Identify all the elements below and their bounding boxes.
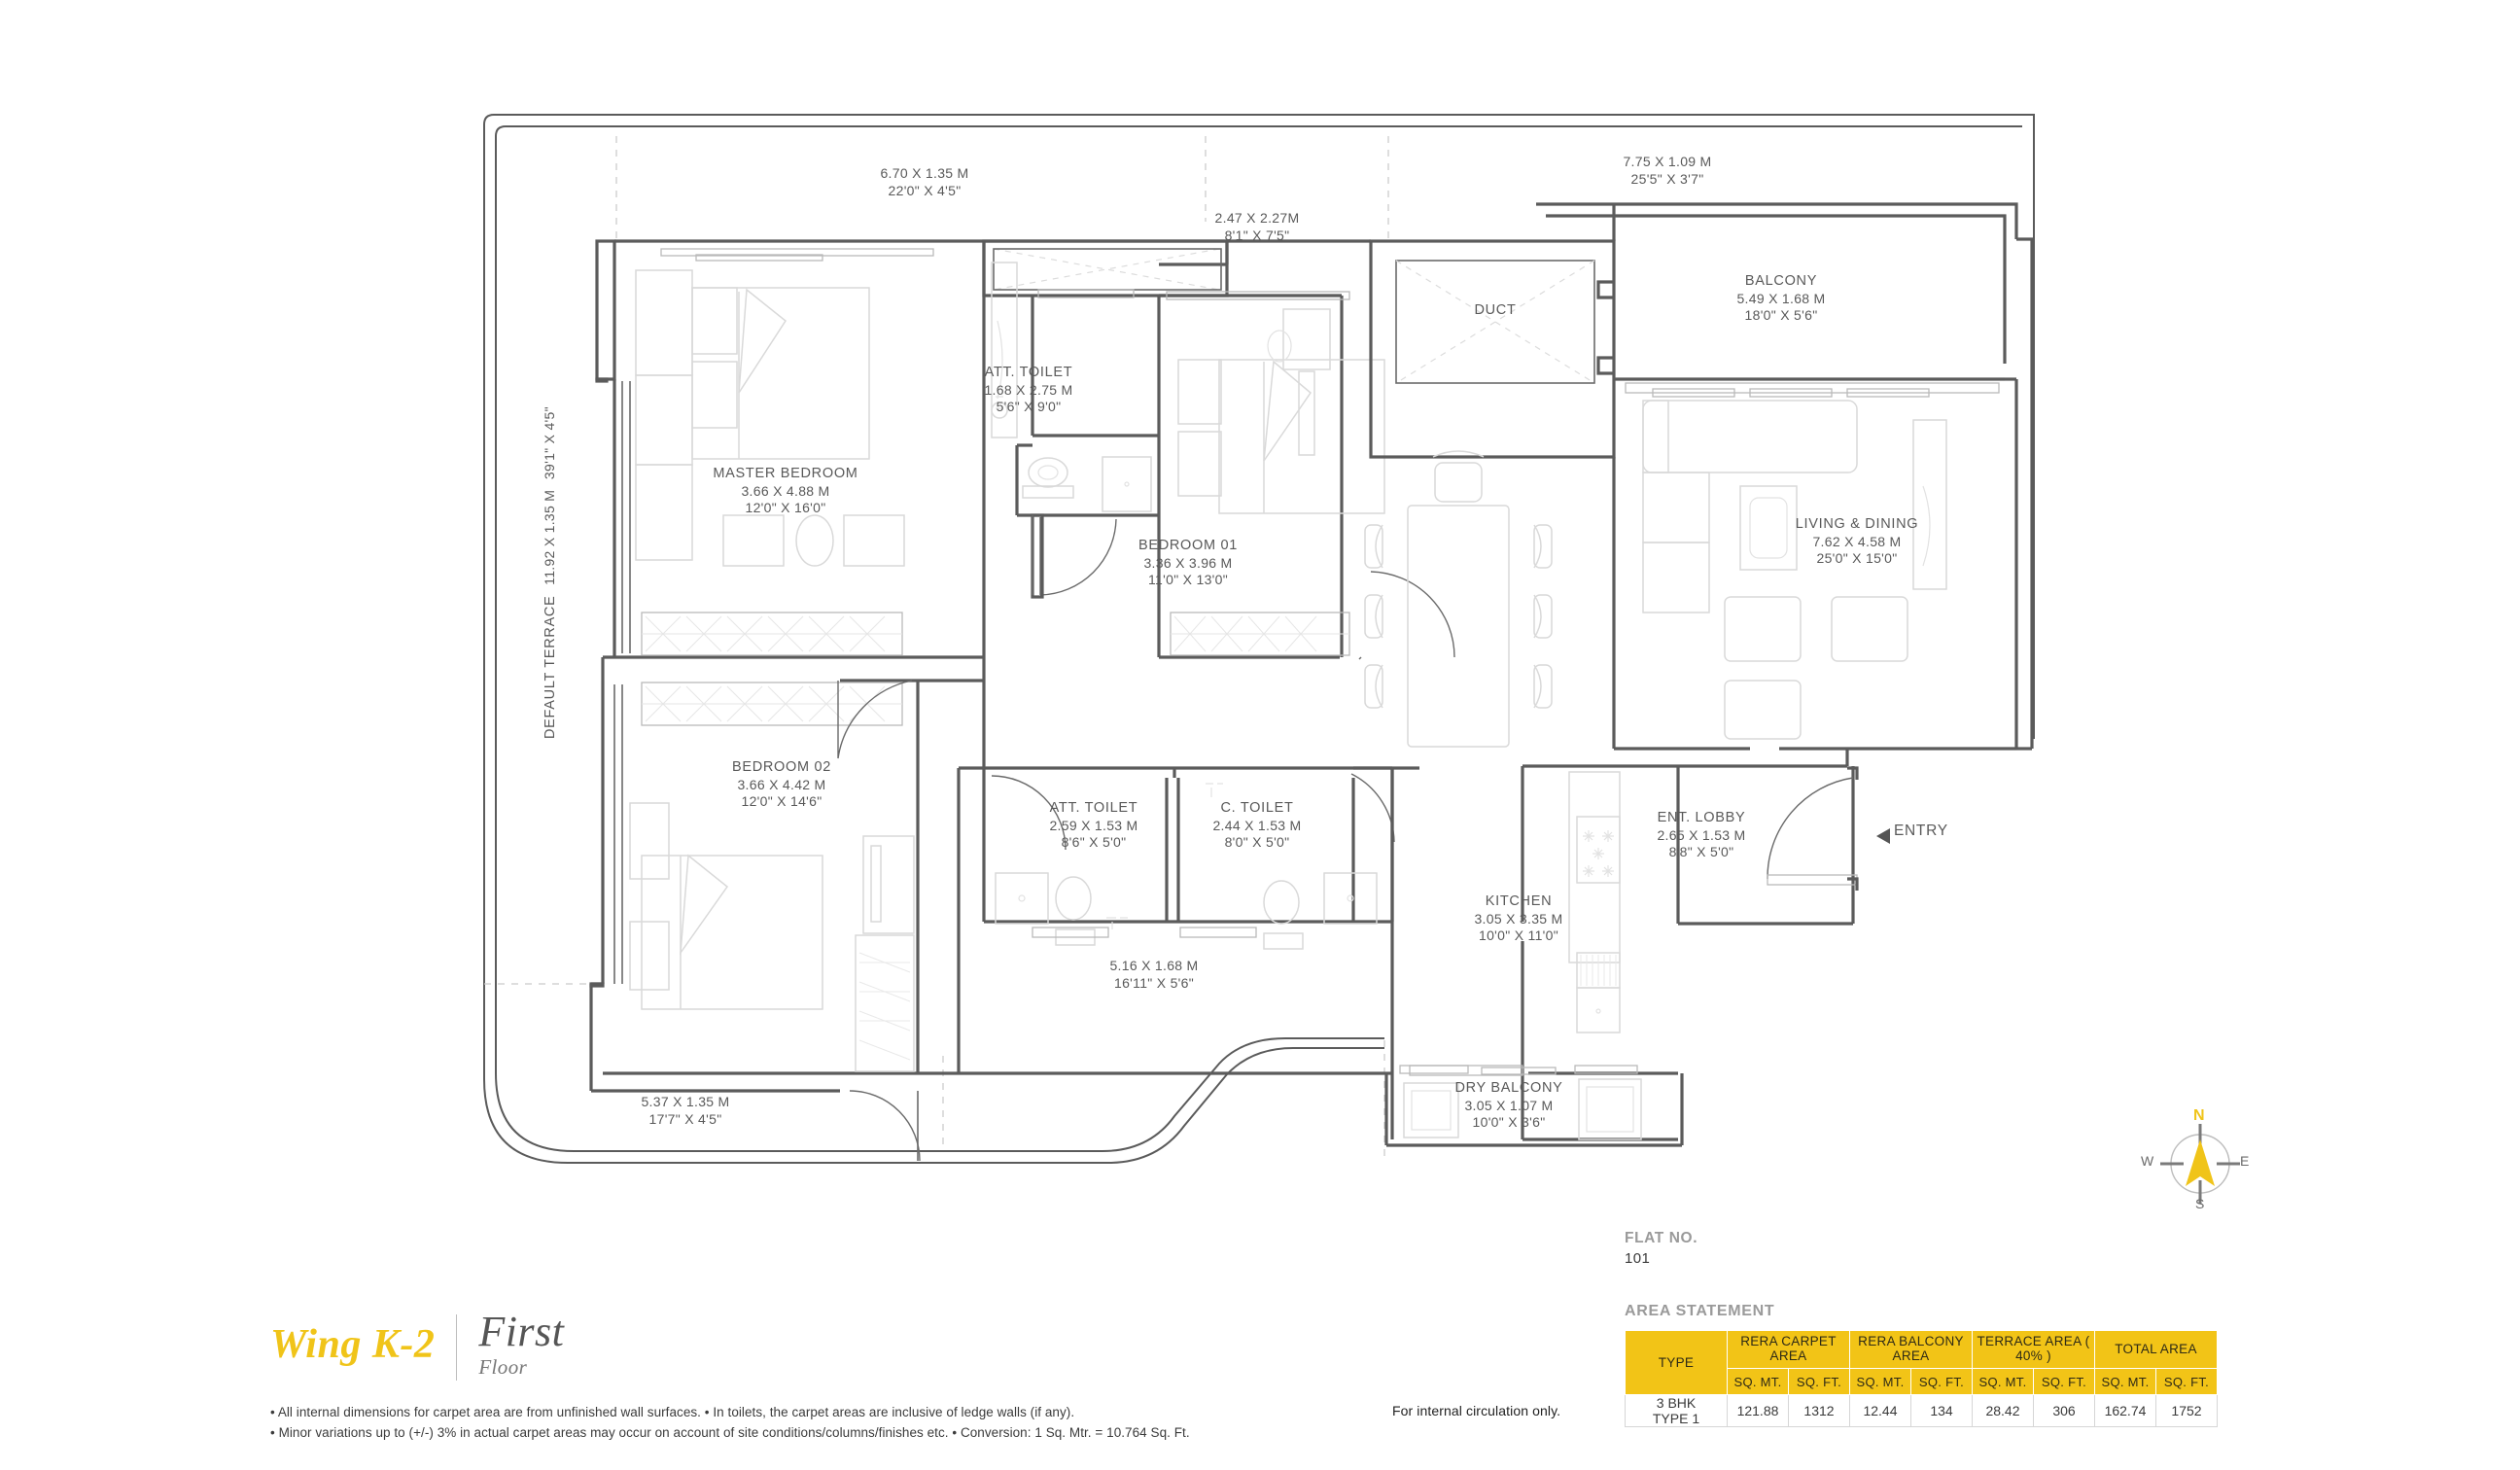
header-terrace: TERRACE AREA ( 40% ) [1972, 1330, 2095, 1369]
cell-balcony-sqmt: 12.44 [1849, 1394, 1911, 1427]
disclaimer-notes: • All internal dimensions for carpet are… [270, 1403, 1190, 1444]
header-terrace-sqmt: SQ. MT. [1972, 1368, 2034, 1395]
cell-balcony-sqft: 134 [1910, 1394, 1973, 1427]
bedroom-02-walls [589, 679, 959, 1093]
terrace-outline [483, 114, 2035, 1164]
header-terrace-sqft: SQ. FT. [2033, 1368, 2095, 1395]
floor-ordinal: First [478, 1308, 565, 1355]
entry-door [1767, 766, 1890, 891]
circulation-note: For internal circulation only. [1392, 1403, 1561, 1418]
floor-word: Floor [478, 1355, 528, 1379]
flat-number-label: FLAT NO. [1625, 1230, 1698, 1246]
corridor-walls [918, 618, 1419, 1075]
bedroom-01-walls [1157, 294, 1344, 659]
flat-number-block: FLAT NO. 101 [1625, 1230, 1698, 1267]
header-carpet-sqmt: SQ. MT. [1727, 1368, 1789, 1395]
compass-west: W [2141, 1153, 2154, 1169]
cell-terrace-sqft: 306 [2033, 1394, 2095, 1427]
note-line-2: • Minor variations up to (+/-) 3% in act… [270, 1424, 1190, 1440]
compass-rose: N S W E [2141, 1107, 2254, 1217]
compass-south: S [2195, 1196, 2205, 1211]
cell-terrace-sqmt: 28.42 [1972, 1394, 2034, 1427]
master-bedroom-furniture [635, 248, 934, 656]
area-statement-title: AREA STATEMENT [1625, 1303, 1775, 1319]
cell-carpet-sqft: 1312 [1788, 1394, 1850, 1427]
wing-name: Wing K-2 [270, 1322, 436, 1367]
dry-balcony-walls [1384, 1071, 1684, 1147]
area-statement-table: TYPE RERA CARPET AREA RERA BALCONY AREA … [1625, 1330, 2218, 1427]
title-divider [456, 1314, 458, 1381]
att-toilet-master-walls [982, 239, 1229, 618]
header-total-sqft: SQ. FT. [2155, 1368, 2218, 1395]
dimension-guides [484, 136, 1389, 1163]
structural-details [589, 377, 623, 988]
header-type: TYPE [1625, 1330, 1728, 1395]
flat-number-value: 101 [1625, 1250, 1651, 1267]
header-total: TOTAL AREA [2094, 1330, 2218, 1369]
bedroom-01-furniture [1166, 291, 1455, 660]
header-rera-balcony: RERA BALCONY AREA [1849, 1330, 1973, 1369]
title-block: Wing K-2 First Floor [270, 1311, 564, 1381]
header-balcony-sqmt: SQ. MT. [1849, 1368, 1911, 1395]
cell-carpet-sqmt: 121.88 [1727, 1394, 1789, 1427]
dry-balcony-fixtures [1399, 1065, 1642, 1140]
cell-type: 3 BHK TYPE 1 [1625, 1394, 1728, 1427]
note-line-1: • All internal dimensions for carpet are… [270, 1405, 1075, 1419]
cell-total-sqmt: 162.74 [2094, 1394, 2156, 1427]
compass-east: E [2240, 1153, 2250, 1169]
entry-lobby-walls [1676, 749, 1855, 926]
header-balcony-sqft: SQ. FT. [1910, 1368, 1973, 1395]
header-carpet-sqft: SQ. FT. [1788, 1368, 1850, 1395]
table-row: 3 BHK TYPE 1 121.88 1312 12.44 134 28.42… [1625, 1394, 2218, 1427]
att-toilet-master-fixtures [991, 248, 1222, 599]
bedroom-02-furniture [629, 680, 921, 1162]
kitchen-walls [1390, 764, 1678, 1141]
balcony-living-walls [1536, 202, 2034, 751]
lower-toilets-walls [982, 766, 1394, 924]
header-total-sqmt: SQ. MT. [2094, 1368, 2156, 1395]
header-rera-carpet: RERA CARPET AREA [1727, 1330, 1850, 1369]
compass-icon [2160, 1124, 2240, 1204]
kitchen-fixtures [1409, 771, 1621, 1076]
duct-walls [1369, 239, 1616, 459]
cell-total-sqft: 1752 [2155, 1394, 2218, 1427]
living-dining-furniture [1364, 382, 2000, 748]
compass-north: N [2193, 1107, 2205, 1124]
